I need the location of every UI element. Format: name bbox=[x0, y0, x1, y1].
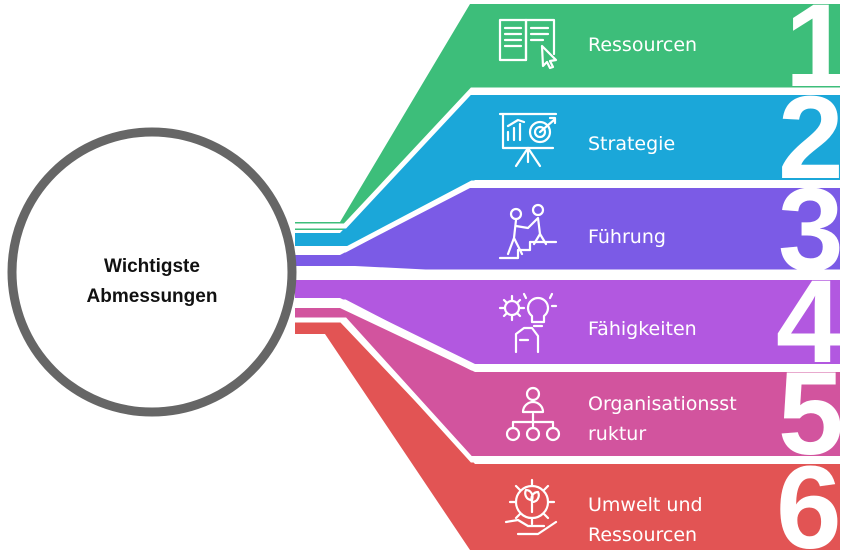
number-5: 5 bbox=[778, 348, 844, 480]
label-fuehrung: Führung bbox=[588, 226, 666, 248]
connector-3 bbox=[295, 188, 840, 272]
label-ressourcen: Ressourcen bbox=[588, 34, 697, 56]
center-title-line2: Abmessungen bbox=[87, 286, 218, 307]
number-3: 3 bbox=[778, 164, 844, 296]
label-organisationsstruktur-line1: Organisationsst bbox=[588, 393, 737, 415]
connector-4 bbox=[295, 280, 840, 364]
connector-2 bbox=[295, 95, 840, 246]
strategy-board-icon bbox=[498, 112, 558, 168]
connector-1 bbox=[295, 4, 840, 230]
connector-5 bbox=[295, 308, 840, 456]
org-chart-icon bbox=[505, 386, 561, 442]
number-4: 4 bbox=[776, 256, 842, 388]
number-2: 2 bbox=[778, 72, 844, 204]
label-organisationsstruktur: Organisationsst ruktur bbox=[588, 393, 743, 445]
label-umwelt-line1: Umwelt und bbox=[588, 494, 703, 516]
label-umwelt-line2: Ressourcen bbox=[588, 524, 697, 546]
skills-hand-icon bbox=[498, 292, 558, 354]
center-title-line1: Wichtigste bbox=[104, 256, 200, 277]
number-6: 6 bbox=[776, 442, 842, 558]
connector-6 bbox=[295, 322, 840, 550]
label-umwelt: Umwelt und Ressourcen bbox=[588, 494, 709, 546]
number-1: 1 bbox=[785, 0, 851, 112]
book-cursor-icon bbox=[498, 18, 558, 70]
label-strategie: Strategie bbox=[588, 133, 675, 155]
label-organisationsstruktur-line2: ruktur bbox=[588, 423, 646, 445]
center-circle bbox=[7, 127, 297, 417]
label-faehigkeiten: Fähigkeiten bbox=[588, 318, 697, 340]
environment-gear-icon bbox=[504, 478, 558, 536]
leadership-climb-icon bbox=[498, 203, 558, 260]
